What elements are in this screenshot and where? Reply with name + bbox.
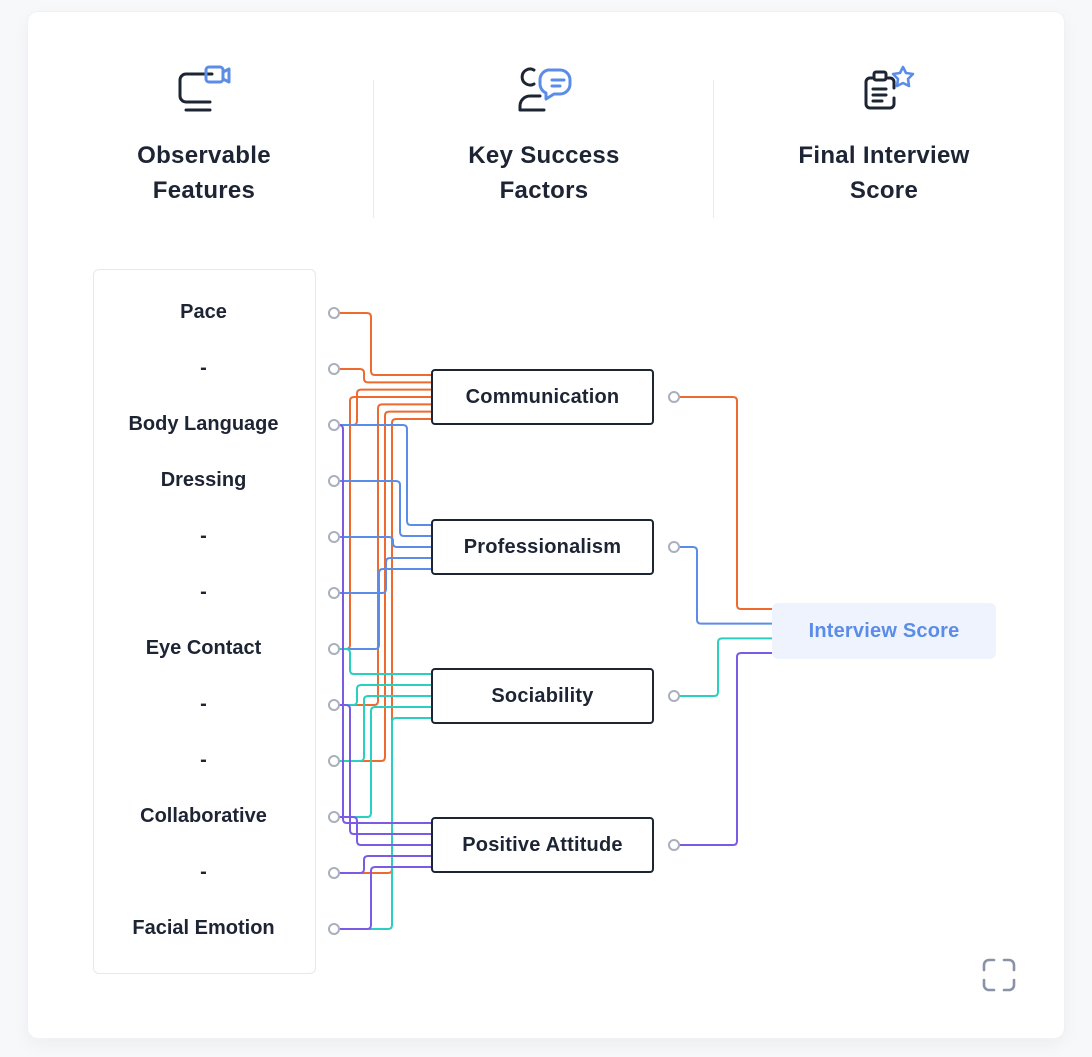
features-panel	[93, 269, 316, 974]
factor-link	[679, 652, 772, 846]
interview-score-box: Interview Score	[772, 603, 996, 659]
feature-label: -	[200, 749, 207, 771]
connector-dot-icon	[328, 867, 340, 879]
feature-label: Pace	[180, 301, 227, 323]
connector-dot-icon	[668, 839, 680, 851]
factor-link	[679, 546, 772, 625]
feature-label: -	[200, 357, 207, 379]
feature-link	[339, 424, 431, 526]
factor-link	[679, 396, 772, 610]
feature-label: Eye Contact	[145, 637, 262, 659]
person-chat-icon	[518, 67, 572, 112]
factor-label: Sociability	[491, 684, 594, 707]
feature-link	[339, 704, 431, 835]
column-key-success-factors: Key Success Factors	[374, 64, 714, 208]
column-divider	[373, 80, 374, 218]
connector-dot-icon	[328, 643, 340, 655]
feature-link	[339, 312, 431, 376]
feature-link	[339, 706, 431, 818]
feature-link	[339, 648, 431, 675]
feature-link	[339, 684, 431, 706]
feature-label: Dressing	[160, 469, 247, 491]
factor-link	[679, 637, 772, 697]
column-title: Key Success Factors	[468, 142, 620, 204]
factor-label: Communication	[465, 385, 620, 408]
feature-link	[339, 557, 431, 594]
connector-dot-icon	[328, 587, 340, 599]
expand-icon[interactable]	[981, 957, 1017, 993]
feature-label: Facial Emotion	[132, 917, 275, 939]
clipboard-star-icon	[864, 65, 915, 110]
connector-dot-icon	[328, 811, 340, 823]
feature-link	[339, 403, 431, 706]
factor-label: Positive Attitude	[462, 833, 623, 856]
factor-communication: Communication	[431, 369, 654, 425]
connector-dot-icon	[328, 531, 340, 543]
feature-label: Collaborative	[140, 805, 267, 827]
feature-label: -	[200, 581, 207, 603]
feature-label: Body Language	[128, 413, 279, 435]
factor-positive-attitude: Positive Attitude	[431, 817, 654, 873]
feature-link	[339, 368, 431, 384]
feature-link	[339, 568, 431, 650]
connector-dot-icon	[668, 391, 680, 403]
factor-label: Professionalism	[463, 535, 622, 558]
column-observable-features: Observable Features	[34, 64, 374, 208]
feature-link	[339, 418, 431, 874]
feature-link	[339, 816, 431, 846]
feature-link	[339, 855, 431, 874]
connector-dot-icon	[328, 699, 340, 711]
column-title: Final Interview Score	[798, 142, 970, 204]
connector-dot-icon	[328, 475, 340, 487]
column-title: Observable Features	[137, 142, 271, 204]
feature-link	[339, 536, 431, 548]
connector-dot-icon	[668, 541, 680, 553]
video-monitor-icon	[178, 65, 231, 112]
feature-link	[339, 695, 431, 762]
feature-link	[339, 480, 431, 537]
feature-link	[338, 424, 431, 824]
factor-sociability: Sociability	[431, 668, 654, 724]
feature-link	[339, 866, 431, 930]
feature-label: -	[200, 861, 207, 883]
column-divider	[713, 80, 714, 218]
feature-label: -	[200, 525, 207, 547]
connector-dot-icon	[328, 923, 340, 935]
connector-dot-icon	[328, 419, 340, 431]
connector-dot-icon	[328, 755, 340, 767]
feature-label: -	[200, 693, 207, 715]
connector-dot-icon	[668, 690, 680, 702]
column-final-interview-score: Final Interview Score	[714, 64, 1054, 208]
connector-dot-icon	[328, 363, 340, 375]
connector-dot-icon	[328, 307, 340, 319]
factor-professionalism: Professionalism	[431, 519, 654, 575]
